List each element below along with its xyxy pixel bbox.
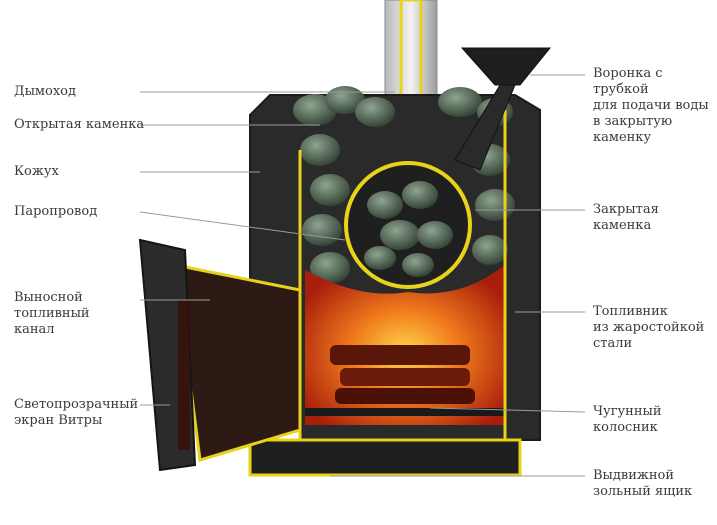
label-glass-screen: Светопрозрачный экран Витры <box>14 397 139 428</box>
label-open-heater: Открытая каменка <box>14 117 145 132</box>
label-remote-fuel-channel: Выносной топливный канал <box>14 290 90 337</box>
grate <box>305 408 505 416</box>
logs <box>330 345 475 404</box>
label-closed-heater: Закрытая каменка <box>593 202 659 233</box>
ash-box <box>248 438 522 477</box>
closed-heater-stones <box>364 181 453 277</box>
label-chimney: Дымоход <box>14 84 77 99</box>
leader-lines <box>139 74 586 477</box>
open-heater-stones <box>293 86 515 284</box>
label-firebox: Топливник из жаростойкой стали <box>593 304 705 351</box>
label-casing: Кожух <box>14 164 59 179</box>
label-steam-pipe: Паропровод <box>14 204 98 219</box>
water-funnel <box>460 47 552 86</box>
label-funnel: Воронка с трубкой для подачи воды в закр… <box>593 66 709 145</box>
label-ash-box: Выдвижной зольный ящик <box>593 468 693 499</box>
label-grate: Чугунный колосник <box>593 404 662 435</box>
